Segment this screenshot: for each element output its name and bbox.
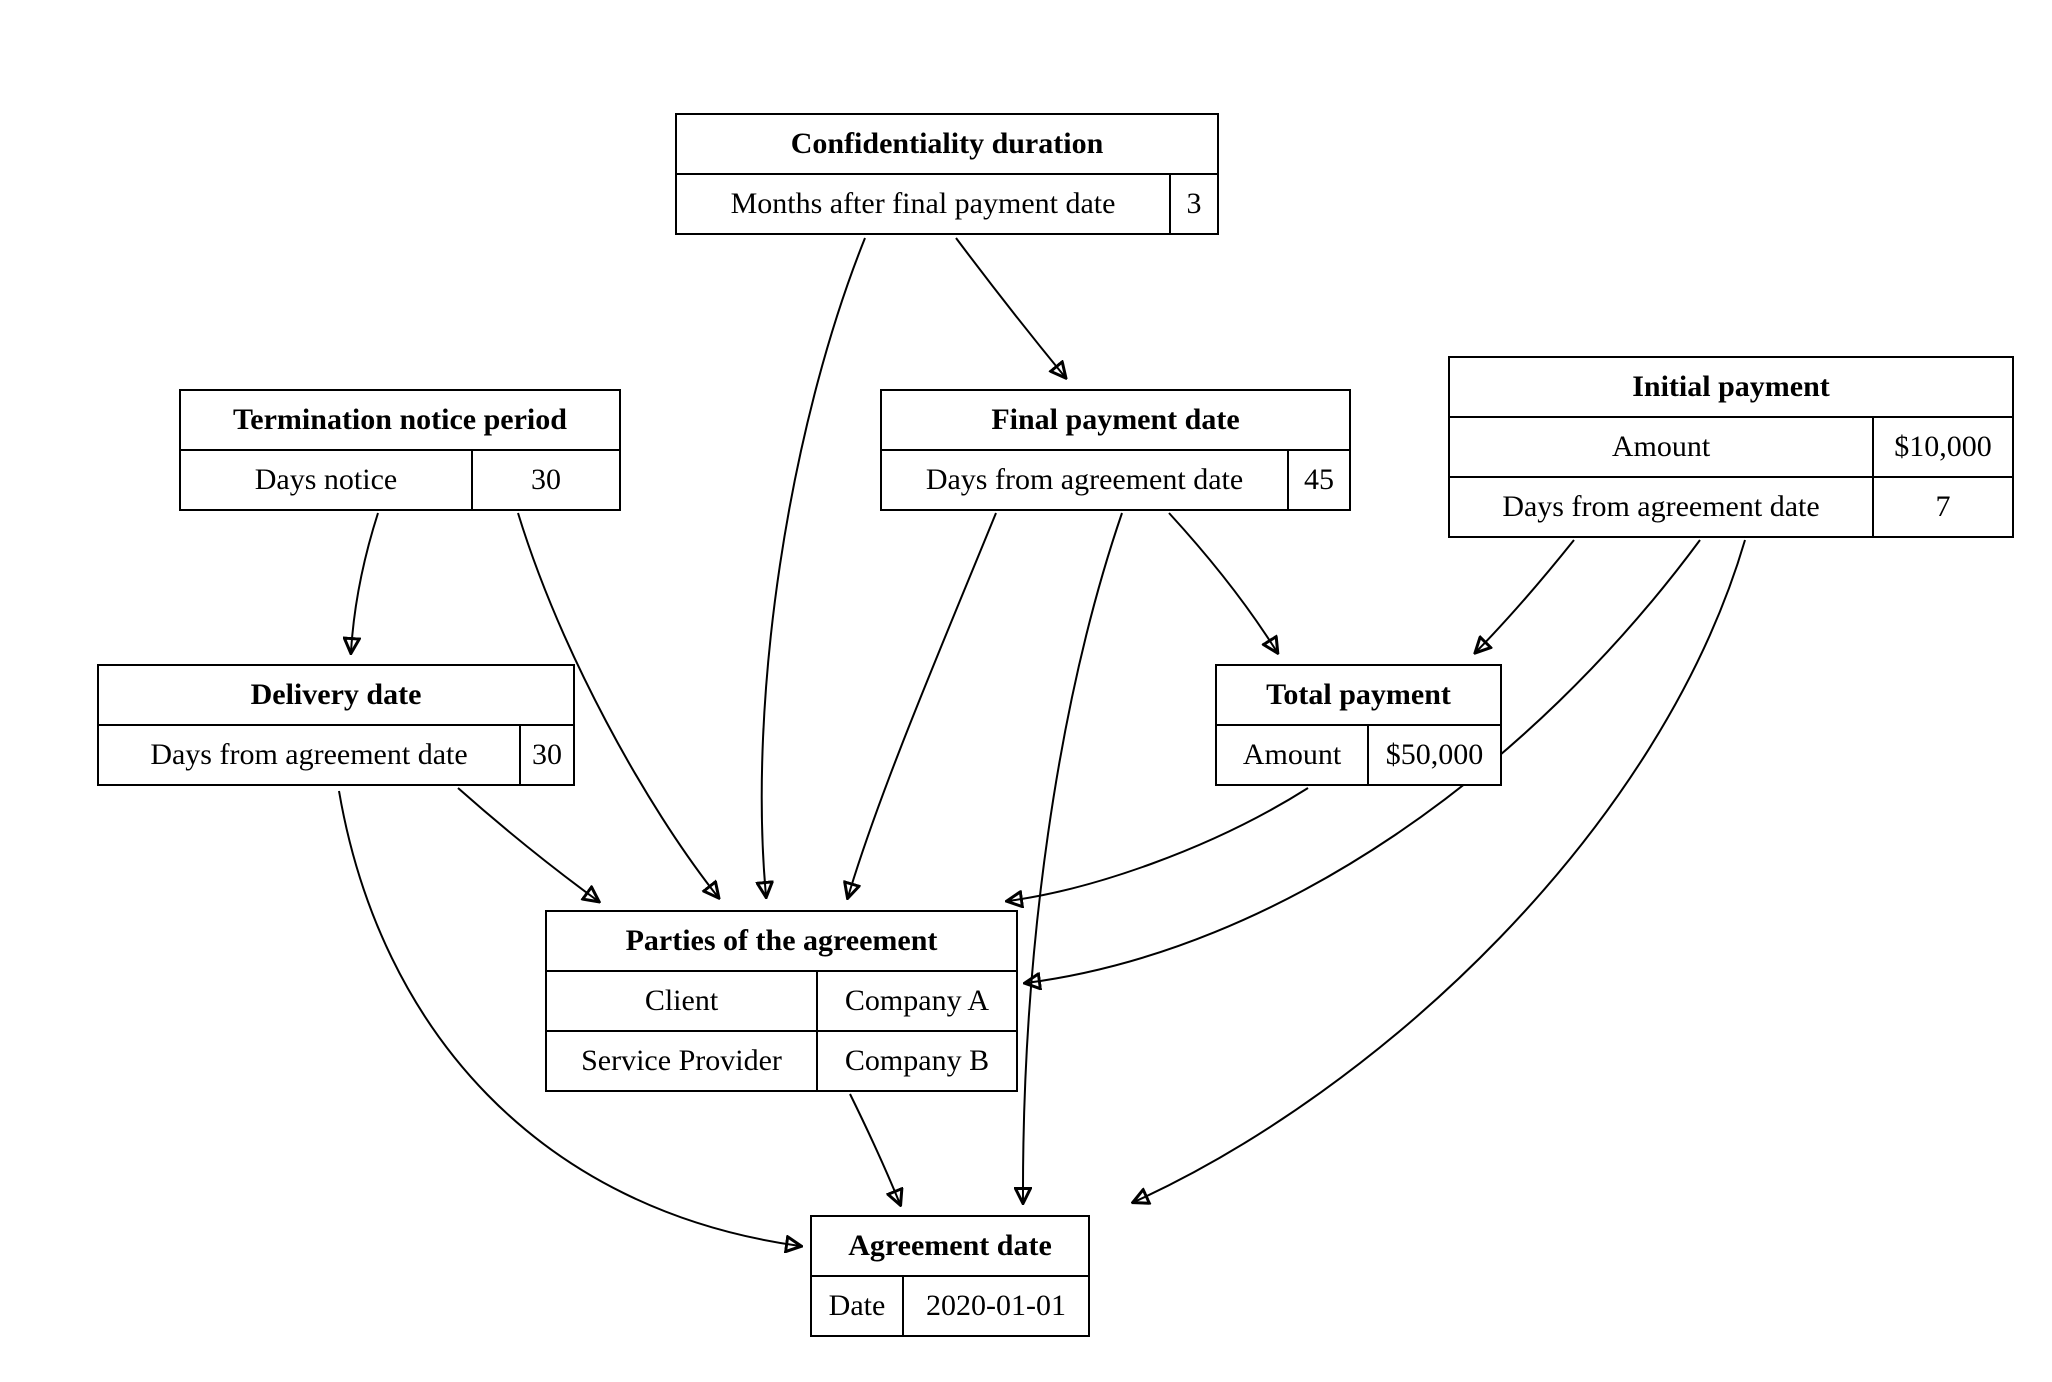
final-payment-days-label: Days from agreement date [925, 463, 1244, 496]
node-initial-payment: Initial payment Amount $10,000 Days from… [1448, 356, 2014, 538]
edge-initial-payment-to-parties-of-the-agreement [1026, 539, 1701, 983]
edge-final-payment-date-to-agreement-date [1023, 512, 1123, 1202]
node-parties-of-the-agreement: Parties of the agreement Client Company … [545, 910, 1018, 1092]
table-row: Days from agreement date 7 [1450, 476, 2012, 536]
agreement-date-label: Date [828, 1289, 886, 1322]
table-row: Days notice 30 [181, 449, 619, 509]
termination-days-notice-label: Days notice [254, 463, 398, 496]
node-parties-of-the-agreement-title: Parties of the agreement [625, 924, 938, 957]
initial-payment-days-value: 7 [1872, 478, 2012, 536]
parties-service-provider-label: Service Provider [581, 1044, 782, 1077]
agreement-date-value: 2020-01-01 [902, 1277, 1088, 1335]
node-confidentiality-duration-title: Confidentiality duration [790, 127, 1104, 160]
edge-total-payment-to-parties-of-the-agreement [1008, 787, 1309, 901]
termination-days-notice-value: 30 [471, 451, 619, 509]
parties-service-provider-value: Company B [816, 1032, 1016, 1090]
node-initial-payment-title: Initial payment [1632, 370, 1830, 403]
initial-payment-days-label: Days from agreement date [1502, 490, 1820, 523]
edge-initial-payment-to-total-payment [1476, 539, 1575, 652]
edge-parties-of-the-agreement-to-agreement-date [849, 1093, 900, 1204]
node-total-payment-title: Total payment [1266, 678, 1451, 711]
table-row: Months after final payment date 3 [677, 173, 1217, 233]
node-delivery-date-title: Delivery date [250, 678, 422, 711]
node-total-payment: Total payment Amount $50,000 [1215, 664, 1502, 786]
edge-initial-payment-to-agreement-date [1134, 539, 1746, 1202]
edge-termination-notice-period-to-parties-of-the-agreement [517, 512, 718, 897]
delivery-date-days-label: Days from agreement date [150, 738, 468, 771]
table-row: Days from agreement date 30 [99, 724, 573, 784]
node-final-payment-date: Final payment date Days from agreement d… [880, 389, 1351, 511]
initial-payment-amount-value: $10,000 [1872, 418, 2012, 476]
final-payment-days-value: 45 [1287, 451, 1349, 509]
edge-confidentiality-duration-to-parties-of-the-agreement [762, 237, 866, 896]
edge-final-payment-date-to-parties-of-the-agreement [848, 512, 997, 897]
node-agreement-date: Agreement date Date 2020-01-01 [810, 1215, 1090, 1337]
node-termination-notice-period: Termination notice period Days notice 30 [179, 389, 621, 511]
node-agreement-date-title: Agreement date [848, 1229, 1052, 1262]
initial-payment-amount-label: Amount [1611, 430, 1711, 463]
edge-delivery-date-to-agreement-date [338, 790, 800, 1246]
table-row: Days from agreement date 45 [882, 449, 1349, 509]
node-final-payment-date-title: Final payment date [991, 403, 1240, 436]
edge-delivery-date-to-parties-of-the-agreement [457, 787, 598, 901]
confidentiality-months-label: Months after final payment date [730, 187, 1116, 220]
delivery-date-days-value: 30 [519, 726, 573, 784]
total-payment-amount-label: Amount [1242, 738, 1342, 771]
confidentiality-months-value: 3 [1169, 175, 1217, 233]
edge-final-payment-date-to-total-payment [1168, 512, 1277, 652]
node-termination-notice-period-title: Termination notice period [233, 403, 567, 436]
node-delivery-date: Delivery date Days from agreement date 3… [97, 664, 575, 786]
parties-client-value: Company A [816, 972, 1016, 1030]
parties-client-label: Client [644, 984, 719, 1017]
edge-confidentiality-duration-to-final-payment-date [955, 237, 1065, 377]
table-row: Date 2020-01-01 [812, 1275, 1088, 1335]
table-row: Amount $50,000 [1217, 724, 1500, 784]
edge-termination-notice-period-to-delivery-date [351, 512, 379, 652]
total-payment-amount-value: $50,000 [1367, 726, 1500, 784]
table-row: Amount $10,000 [1450, 416, 2012, 476]
table-row: Client Company A [547, 970, 1016, 1030]
table-row: Service Provider Company B [547, 1030, 1016, 1090]
node-confidentiality-duration: Confidentiality duration Months after fi… [675, 113, 1219, 235]
